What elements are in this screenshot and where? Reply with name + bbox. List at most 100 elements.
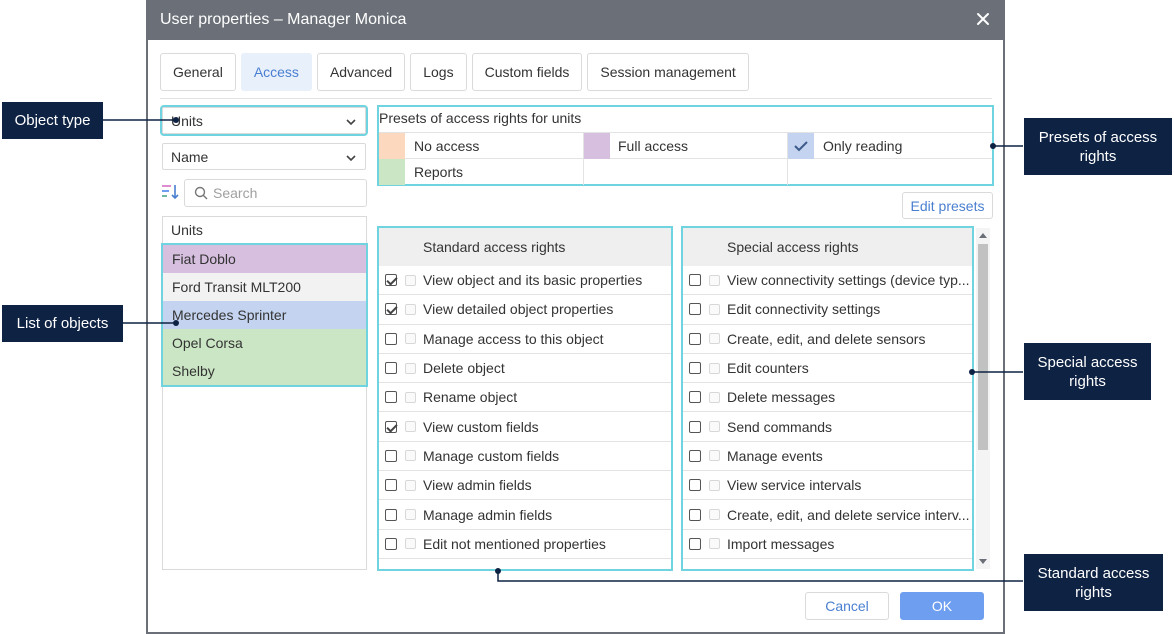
rights-row: Send commands [683, 412, 972, 442]
right-secondary-checkbox [709, 362, 720, 374]
rights-row: View custom fields [379, 412, 671, 442]
right-label: Edit connectivity settings [727, 301, 881, 318]
right-label: Manage access to this object [423, 330, 604, 347]
right-checkbox[interactable] [689, 362, 701, 375]
right-secondary-checkbox [709, 274, 720, 286]
rights-row: View connectivity settings (device typ..… [683, 266, 972, 296]
right-checkbox[interactable] [385, 303, 397, 316]
tab-advanced[interactable]: Advanced [316, 53, 406, 91]
search-input[interactable]: Search [184, 179, 367, 207]
right-label: Delete messages [727, 389, 836, 406]
right-secondary-checkbox [709, 509, 720, 521]
object-list-header: Units [163, 217, 366, 244]
rights-row: Manage access to this object [379, 325, 671, 354]
object-list-item[interactable]: Mercedes Sprinter [163, 301, 366, 329]
right-label: Edit counters [727, 360, 809, 377]
rights-row: Create, edit, and delete sensors [683, 325, 972, 354]
right-label: Manage custom fields [423, 447, 560, 464]
search-placeholder: Search [213, 185, 258, 201]
right-checkbox[interactable] [689, 332, 701, 345]
right-label: Import messages [727, 535, 835, 552]
preset-swatch [379, 159, 405, 185]
tab-general[interactable]: General [160, 53, 236, 91]
rights-row: View admin fields [379, 471, 671, 501]
right-checkbox[interactable] [385, 391, 397, 404]
right-checkbox[interactable] [385, 332, 397, 345]
object-list-item[interactable]: Fiat Doblo [163, 245, 366, 273]
right-checkbox[interactable] [385, 479, 397, 492]
rights-row: Manage events [683, 442, 972, 472]
right-checkbox[interactable] [385, 420, 397, 433]
preset-full-access[interactable]: Full access [584, 133, 788, 159]
tab-logs[interactable]: Logs [410, 53, 467, 91]
rights-scrollbar[interactable] [976, 228, 990, 569]
right-secondary-checkbox [405, 421, 416, 433]
preset-swatch [379, 133, 405, 159]
right-secondary-checkbox [405, 509, 416, 521]
sort-by-value: Name [171, 148, 209, 165]
right-secondary-checkbox [709, 391, 720, 403]
preset-reports[interactable]: Reports [379, 159, 584, 185]
right-secondary-checkbox [709, 450, 720, 462]
rights-row: Manage admin fields [379, 500, 671, 530]
tab-access[interactable]: Access [240, 53, 312, 91]
right-checkbox[interactable] [689, 303, 701, 316]
right-label: View custom fields [423, 418, 539, 435]
tab-session-management[interactable]: Session management [587, 53, 749, 91]
right-checkbox[interactable] [385, 537, 397, 550]
cancel-button[interactable]: Cancel [805, 592, 889, 620]
object-list-item[interactable]: Shelby [163, 357, 366, 385]
scroll-thumb[interactable] [978, 244, 988, 450]
preset-swatch [788, 133, 814, 159]
special-rights-header: Special access rights [683, 228, 972, 266]
callout-standard-rights: Standard access rights [1024, 554, 1163, 611]
right-label: View connectivity settings (device typ..… [727, 272, 970, 289]
preset-label: Full access [618, 137, 689, 154]
object-list-item[interactable]: Ford Transit MLT200 [163, 273, 366, 301]
dialog-title: User properties – Manager Monica [160, 11, 407, 28]
ok-button[interactable]: OK [900, 592, 984, 620]
right-checkbox[interactable] [689, 449, 701, 462]
right-label: Create, edit, and delete service interv.… [727, 506, 970, 523]
close-icon[interactable] [973, 9, 993, 29]
rights-row: View detailed object properties [379, 295, 671, 325]
right-checkbox[interactable] [689, 537, 701, 550]
right-checkbox[interactable] [385, 508, 397, 521]
right-label: Create, edit, and delete sensors [727, 330, 926, 347]
callout-special-rights: Special access rights [1024, 343, 1151, 400]
rights-row: View service intervals [683, 471, 972, 501]
standard-rights-header: Standard access rights [379, 228, 671, 266]
object-type-select[interactable]: Units [160, 105, 368, 136]
scroll-down-icon[interactable] [979, 559, 987, 564]
right-label: Send commands [727, 418, 833, 435]
edit-presets-button[interactable]: Edit presets [902, 192, 993, 219]
preset-only-reading[interactable]: Only reading [788, 133, 992, 159]
right-checkbox[interactable] [689, 420, 701, 433]
right-label: Manage admin fields [423, 506, 553, 523]
right-checkbox[interactable] [385, 274, 397, 287]
right-checkbox[interactable] [689, 508, 701, 521]
tab-divider [160, 98, 992, 99]
right-label: Rename object [423, 389, 518, 406]
scroll-up-icon[interactable] [979, 233, 987, 238]
right-checkbox[interactable] [689, 391, 701, 404]
right-secondary-checkbox [405, 450, 416, 462]
right-checkbox[interactable] [689, 274, 701, 287]
sort-order-icon[interactable] [161, 182, 181, 202]
right-checkbox[interactable] [385, 362, 397, 375]
tab-custom-fields[interactable]: Custom fields [471, 53, 583, 91]
rights-row: Delete object [379, 354, 671, 384]
right-label: Edit not mentioned properties [423, 535, 606, 552]
preset-label: No access [414, 137, 480, 154]
rights-row: Edit not mentioned properties [379, 530, 671, 559]
right-secondary-checkbox [405, 333, 416, 345]
special-rights-panel: Special access rights View connectivity … [681, 226, 974, 571]
right-checkbox[interactable] [689, 479, 701, 492]
right-checkbox[interactable] [385, 449, 397, 462]
object-list-item[interactable]: Opel Corsa [163, 329, 366, 357]
tab-bar: General Access Advanced Logs Custom fiel… [160, 53, 754, 91]
sort-by-select[interactable]: Name [162, 143, 366, 170]
preset-no-access[interactable]: No access [379, 133, 584, 159]
